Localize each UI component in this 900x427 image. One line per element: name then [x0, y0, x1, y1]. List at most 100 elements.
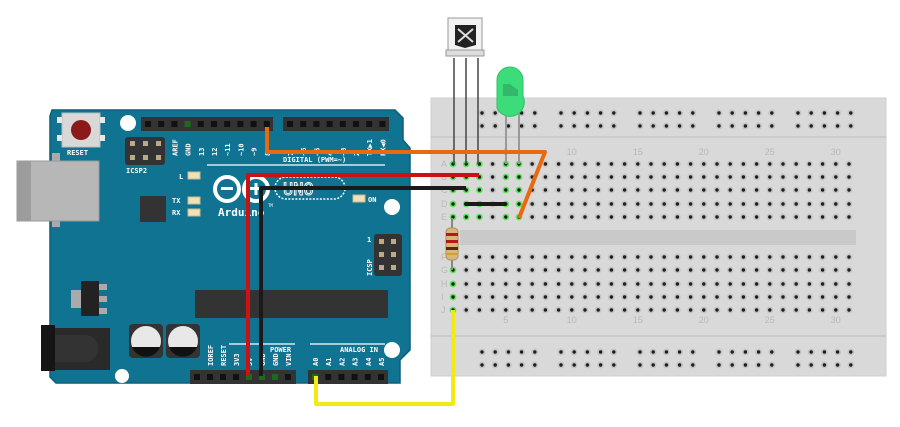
- breadboard-hole-center: [636, 162, 640, 166]
- green-led[interactable]: [496, 66, 525, 164]
- header-pin[interactable]: [272, 374, 278, 380]
- breadboard-hole-center: [794, 268, 798, 272]
- reset-button[interactable]: [57, 112, 105, 148]
- header-pin[interactable]: [287, 121, 293, 127]
- breadboard-hole-center: [570, 202, 574, 206]
- breadboard-hole-center: [728, 308, 732, 312]
- breadboard-hole-center: [807, 215, 812, 219]
- header-pin[interactable]: [339, 121, 346, 127]
- header-pin[interactable]: [366, 121, 373, 127]
- breadboard-holes: [449, 109, 855, 369]
- breadboard-hole-center: [649, 308, 653, 312]
- breadboard-hole-center: [517, 202, 521, 206]
- header-pin[interactable]: [353, 121, 359, 127]
- power-rail-hole-center: [770, 124, 774, 128]
- header-pin[interactable]: [325, 374, 332, 380]
- power-rail-hole-center: [493, 124, 497, 128]
- row-label: E: [441, 212, 447, 222]
- power-rail-hole-center: [572, 350, 576, 354]
- breadboard-hole-center: [504, 268, 508, 272]
- power-rail-hole-center: [849, 124, 853, 128]
- breadboard-hole-center: [754, 162, 759, 166]
- breadboard-hole-center: [662, 202, 666, 206]
- wire-red[interactable]: [246, 173, 479, 376]
- power-rail-hole-center: [598, 111, 603, 115]
- header-pin[interactable]: [338, 374, 345, 380]
- power-rail-hole-center: [677, 350, 682, 354]
- breadboard-hole-center: [622, 308, 627, 312]
- wire-yellow[interactable]: [314, 310, 455, 406]
- power-rail-hole-center: [691, 111, 695, 115]
- pin-label: 12: [211, 148, 219, 156]
- breadboard-hole-center: [490, 175, 495, 179]
- header-pin[interactable]: [300, 121, 307, 127]
- breadboard-hole-center: [477, 268, 482, 272]
- breadboard-hole-center: [570, 308, 574, 312]
- breadboard-hole-center: [477, 308, 482, 312]
- breadboard-hole-center: [820, 282, 825, 286]
- column-number: 10: [567, 147, 577, 157]
- header-pin[interactable]: [378, 374, 384, 380]
- header-pin[interactable]: [313, 121, 320, 127]
- header-pin[interactable]: [237, 121, 244, 127]
- header-pin[interactable]: [197, 121, 204, 127]
- header-pin[interactable]: [207, 374, 213, 380]
- header-pin[interactable]: [220, 374, 226, 380]
- header-pin[interactable]: [326, 121, 333, 127]
- row-label: I: [441, 292, 444, 302]
- breadboard-hole-center: [490, 255, 495, 259]
- breadboard-hole-center: [807, 202, 812, 206]
- breadboard-hole-center: [834, 282, 838, 286]
- header-pin[interactable]: [211, 121, 217, 127]
- header-pin[interactable]: [158, 121, 165, 127]
- breadboard-hole-center: [688, 295, 693, 299]
- power-rail-hole-center: [533, 124, 537, 128]
- power-rail-hole-center: [677, 124, 682, 128]
- power-rail-hole-center: [717, 111, 721, 115]
- breadboard-hole-center: [543, 282, 548, 286]
- header-pin[interactable]: [194, 374, 200, 380]
- header-pin[interactable]: [250, 121, 257, 127]
- power-rail-hole-center: [730, 350, 734, 354]
- breadboard-hole-center: [807, 268, 812, 272]
- pin-label: AREF: [171, 139, 179, 156]
- pin-label: GND: [272, 353, 280, 366]
- header-pin[interactable]: [184, 121, 191, 127]
- breadboard-hole-center: [688, 188, 693, 192]
- breadboard-hole-center: [702, 282, 706, 286]
- header-pin[interactable]: [171, 121, 178, 127]
- breadboard-hole-center: [820, 188, 825, 192]
- microcontroller-chip: [195, 290, 388, 318]
- reset-label: RESET: [67, 149, 88, 157]
- breadboard-hole-center: [768, 215, 772, 219]
- header-pin[interactable]: [285, 374, 291, 380]
- breadboard-hole-center: [754, 308, 759, 312]
- breadboard-hole-center: [609, 175, 614, 179]
- capacitor: [166, 324, 200, 358]
- header-pin[interactable]: [224, 121, 231, 127]
- power-rail-hole-center: [585, 124, 590, 128]
- power-rail-hole-center: [822, 124, 827, 128]
- ir-receiver[interactable]: [445, 17, 485, 164]
- resistor[interactable]: [445, 218, 459, 270]
- header-pin[interactable]: [379, 121, 386, 127]
- breadboard-hole-center: [570, 295, 574, 299]
- header-pin[interactable]: [145, 121, 151, 127]
- usb-connector: [16, 153, 100, 227]
- header-pin[interactable]: [259, 374, 265, 380]
- header-pin[interactable]: [364, 374, 371, 380]
- header-pin[interactable]: [351, 374, 358, 380]
- wire-black[interactable]: [259, 186, 466, 376]
- header-pin[interactable]: [246, 374, 252, 380]
- breadboard-hole-center: [768, 282, 772, 286]
- breadboard-hole-center: [675, 255, 680, 259]
- breadboard-hole-center: [834, 202, 838, 206]
- wire-orange[interactable]: [265, 127, 547, 219]
- power-rail-hole-center: [519, 124, 524, 128]
- breadboard-hole-center: [543, 202, 548, 206]
- header-pin[interactable]: [263, 121, 270, 127]
- header-pin[interactable]: [233, 374, 239, 380]
- breadboard-hole-center: [662, 268, 666, 272]
- breadboard-hole-center: [490, 295, 495, 299]
- pin-label: RX◀0: [379, 139, 387, 156]
